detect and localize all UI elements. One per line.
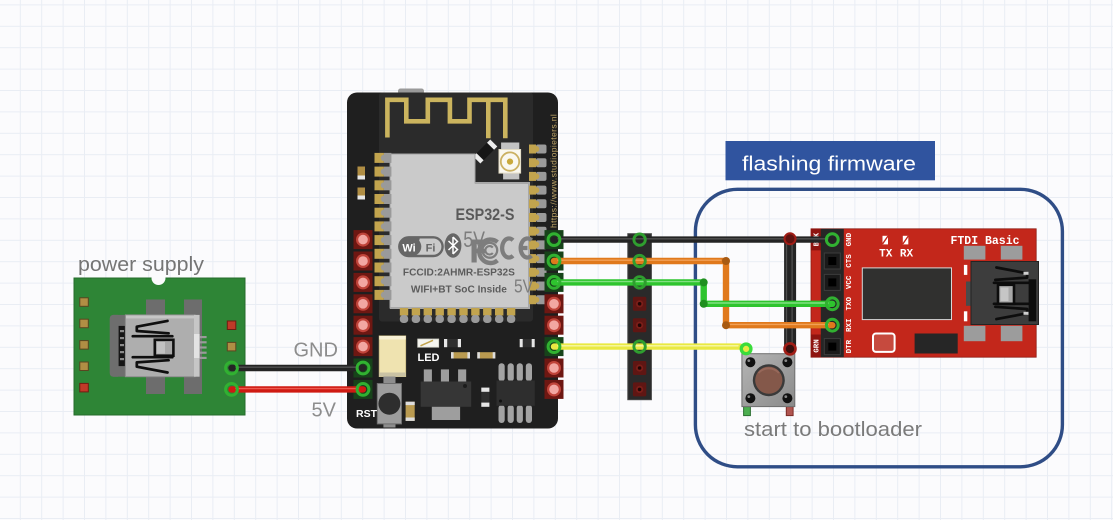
svg-text:RST: RST <box>356 408 378 420</box>
svg-text:power supply: power supply <box>78 254 204 276</box>
svg-text:TX: TX <box>879 249 893 261</box>
svg-text:https://www.studiopieters.nl: https://www.studiopieters.nl <box>549 114 559 228</box>
svg-text:5V: 5V <box>463 227 485 252</box>
svg-text:LED: LED <box>418 352 440 364</box>
svg-text:5V: 5V <box>312 400 337 422</box>
svg-text:CTS: CTS <box>846 254 854 268</box>
svg-text:flashing firmware: flashing firmware <box>742 153 916 176</box>
svg-text:RX: RX <box>900 249 914 261</box>
svg-text:ESP32-S: ESP32-S <box>456 205 515 224</box>
svg-text:GND: GND <box>294 340 338 362</box>
svg-text:DTR: DTR <box>846 339 854 353</box>
svg-text:GND: GND <box>846 232 854 246</box>
svg-text:VCC: VCC <box>846 275 854 289</box>
svg-text:Wi: Wi <box>402 243 415 255</box>
svg-text:FTDI Basic: FTDI Basic <box>951 235 1020 248</box>
svg-text:start to bootloader: start to bootloader <box>744 418 922 441</box>
svg-text:GRN: GRN <box>814 339 822 353</box>
svg-text:TXO: TXO <box>846 297 854 311</box>
svg-text:WIFI+BT SoC Inside: WIFI+BT SoC Inside <box>411 285 507 296</box>
svg-text:FCCID:2AHMR-ESP32S: FCCID:2AHMR-ESP32S <box>403 268 515 279</box>
svg-text:Fi: Fi <box>426 243 436 255</box>
svg-text:5V: 5V <box>514 276 534 297</box>
svg-text:RXI: RXI <box>846 318 854 332</box>
